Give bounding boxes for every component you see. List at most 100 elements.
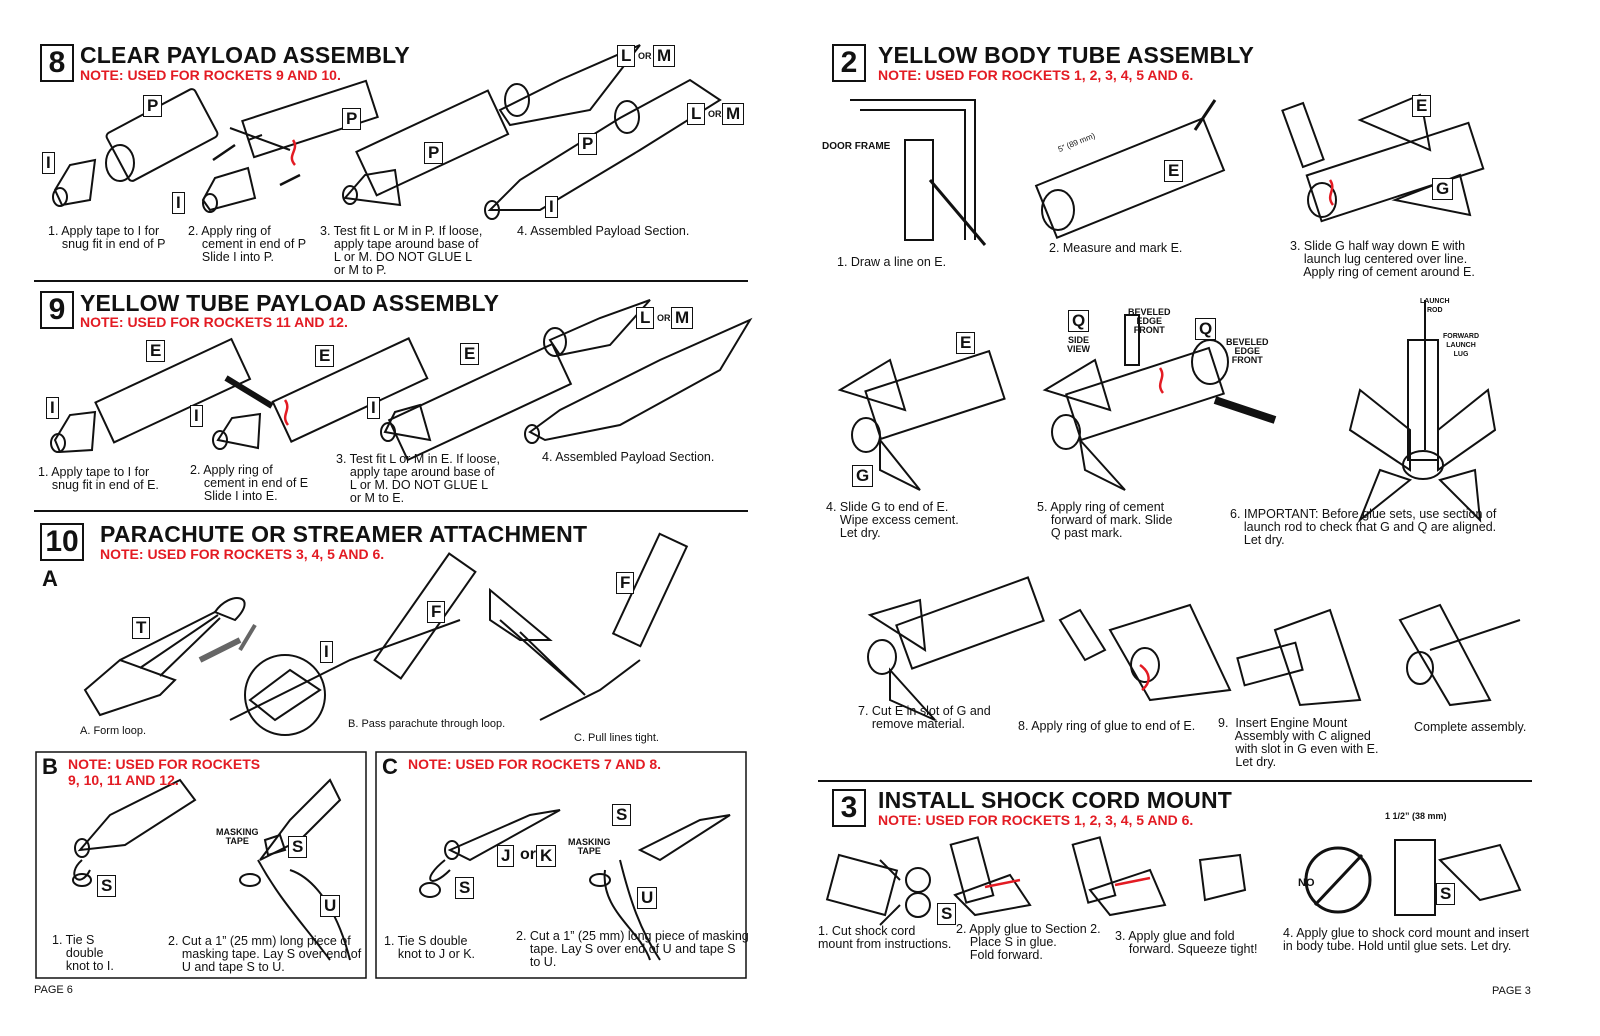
masking-tape-text: MASKING TAPE <box>216 827 259 846</box>
s2-step-7: 7. Cut E in slot of G and remove materia… <box>858 704 991 731</box>
s10-a-art <box>83 597 326 736</box>
part-label: L <box>617 45 636 67</box>
part-label: I <box>190 405 203 427</box>
s2-step-1: 1. Draw a line on E. <box>837 255 947 269</box>
s9-step2-art <box>212 337 429 450</box>
s2-step3-art <box>1281 93 1485 223</box>
s8-step2-art <box>201 79 379 213</box>
s2-step1-art <box>850 99 987 246</box>
divider-s9-s10 <box>34 510 748 512</box>
s2-step5-art <box>1042 314 1277 491</box>
divider-s8-s9 <box>34 280 748 282</box>
part-label: S <box>1436 883 1456 905</box>
s10-c-art <box>489 532 689 721</box>
part-label: G <box>852 465 874 487</box>
s2-step-5: 5. Apply ring of cement forward of mark.… <box>1037 500 1173 540</box>
part-label: Q <box>1068 310 1090 332</box>
s10b-art <box>72 778 351 961</box>
s3-step4-art <box>1304 839 1522 916</box>
part-label: P <box>578 133 598 155</box>
part-label: S <box>455 877 475 899</box>
part-label: G <box>1432 178 1454 200</box>
s3-step2-art <box>949 836 1032 917</box>
section-9-note: NOTE: USED FOR ROCKETS 11 AND 12. <box>80 314 348 330</box>
s9-step-3: 3. Test fit L or M in E. If loose, apply… <box>336 452 500 505</box>
dimension-label: 1 1/2” (38 mm) <box>1385 811 1447 821</box>
section-10-title: PARACHUTE OR STREAMER ATTACHMENT <box>100 521 588 547</box>
part-label: E <box>956 332 976 354</box>
box-b-step-1: 1. Tie S double knot to I. <box>52 933 114 973</box>
section-10-note: NOTE: USED FOR ROCKETS 3, 4, 5 AND 6. <box>100 546 385 562</box>
s9-step-1: 1. Apply tape to I for snug fit in end o… <box>38 465 159 492</box>
forward-lug-label: FORWARD LAUNCH LUG <box>1443 333 1480 358</box>
part-label: I <box>320 641 333 663</box>
side-view-label: SIDE VIEW <box>1067 335 1091 354</box>
box-b-letter: B <box>42 754 58 779</box>
part-label: P <box>424 142 444 164</box>
part-label: I <box>367 397 380 419</box>
part-label: I <box>42 152 55 174</box>
s8-step-2: 2. Apply ring of cement in end of P Slid… <box>188 224 307 264</box>
substep-a-letter: A <box>42 566 58 591</box>
s9-step-2: 2. Apply ring of cement in end of E Slid… <box>190 463 309 503</box>
divider-s2-s3 <box>818 780 1532 782</box>
part-label: L <box>687 103 706 125</box>
s3-step1-art <box>825 853 931 926</box>
or-text: OR <box>708 109 722 119</box>
part-label: J <box>497 845 515 867</box>
s3-step-1: 1. Cut shock cord mount from instruction… <box>818 924 952 951</box>
s2-step2-art <box>1034 99 1226 239</box>
s9-step4-art <box>524 317 753 444</box>
s3-step-3: 3. Apply glue and fold forward. Squeeze … <box>1115 929 1258 956</box>
section-10-number: 10 <box>40 523 84 561</box>
part-label: U <box>320 895 341 917</box>
no-label: NO <box>1298 877 1315 889</box>
box-c-step-2: 2. Cut a 1” (25 mm) long piece of maskin… <box>516 929 749 969</box>
section-3-title: INSTALL SHOCK CORD MOUNT <box>878 787 1233 813</box>
section-8-note: NOTE: USED FOR ROCKETS 9 AND 10. <box>80 67 341 83</box>
s8-step-3: 3. Test fit L or M in P. If loose, apply… <box>320 224 483 277</box>
box-c-letter: C <box>382 754 398 779</box>
part-label: M <box>722 103 745 125</box>
section-2-note: NOTE: USED FOR ROCKETS 1, 2, 3, 4, 5 AND… <box>878 67 1194 83</box>
s2-step-9: 9. Insert Engine Mount Assembly with C a… <box>1218 716 1379 769</box>
s2-complete-art <box>1398 603 1521 707</box>
part-label: F <box>616 572 635 594</box>
page-number-right: PAGE 3 <box>1492 985 1531 997</box>
part-label: Q <box>1195 318 1217 340</box>
part-label: I <box>545 196 558 218</box>
section-8-title: CLEAR PAYLOAD ASSEMBLY <box>80 42 410 68</box>
masking-tape-text: MASKING TAPE <box>568 837 611 856</box>
s2-step7-art <box>867 576 1045 721</box>
page-number-left: PAGE 6 <box>34 984 73 996</box>
s2-step-8: 8. Apply ring of glue to end of E. <box>1018 719 1196 733</box>
section-3-number: 3 <box>832 789 866 827</box>
s8-step1-art <box>52 88 219 207</box>
s2-step-3: 3. Slide G half way down E with launch l… <box>1290 239 1475 279</box>
s2-step-6: 6. IMPORTANT: Before glue sets, use sect… <box>1230 507 1497 547</box>
part-label: S <box>612 804 632 826</box>
part-label: M <box>671 307 694 329</box>
part-label: K <box>536 845 557 867</box>
part-label: S <box>937 903 957 925</box>
section-8-number: 8 <box>40 44 74 82</box>
part-label: I <box>172 192 185 214</box>
or-text: or <box>520 846 536 863</box>
door-frame-label: DOOR FRAME <box>822 141 891 152</box>
box-b-note: NOTE: USED FOR ROCKETS 9, 10, 11 AND 12. <box>68 756 261 788</box>
part-label: L <box>636 307 655 329</box>
s8-step-4: 4. Assembled Payload Section. <box>517 224 690 238</box>
s8-step-1: 1. Apply tape to I for snug fit in end o… <box>48 224 166 251</box>
s9-step-4: 4. Assembled Payload Section. <box>542 450 715 464</box>
or-text: OR <box>638 51 652 61</box>
s9-step3-art <box>380 299 651 462</box>
s10-b-art <box>229 552 477 721</box>
s3-step3-art <box>1071 836 1247 917</box>
box-c-step-1: 1. Tie S double knot to J or K. <box>384 934 476 961</box>
s3-step-4: 4. Apply glue to shock cord mount and in… <box>1283 926 1529 953</box>
part-label: S <box>288 836 308 858</box>
s3-step-2: 2. Apply glue to Section 2. Place S in g… <box>956 922 1101 962</box>
s2-step9-art <box>1236 608 1362 707</box>
part-label: I <box>46 397 59 419</box>
section-9-title: YELLOW TUBE PAYLOAD ASSEMBLY <box>80 290 500 316</box>
